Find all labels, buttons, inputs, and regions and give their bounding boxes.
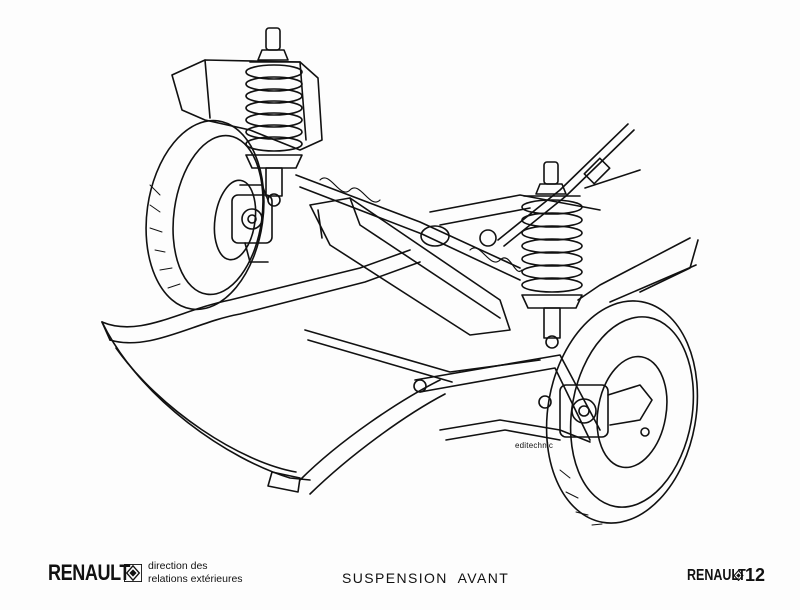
chassis-subframe — [101, 194, 699, 495]
left-coil-spring — [245, 27, 303, 207]
department-label: direction des relations extérieures — [148, 560, 243, 586]
body-panel — [171, 59, 323, 151]
department-line-1: direction des — [148, 560, 208, 572]
steering-rack — [295, 174, 523, 281]
left-wheel — [145, 119, 265, 311]
brand-wordmark-small: RENAULT — [687, 566, 746, 584]
renault-logo-block: RENAULT direction des relations extérieu… — [48, 559, 243, 587]
right-hub-assembly — [559, 384, 653, 438]
model-logo-block: RENAULT 12 — [687, 565, 765, 586]
department-line-2: relations extérieures — [148, 573, 243, 585]
right-wheel — [545, 300, 699, 526]
steering-column — [497, 123, 635, 247]
brand-wordmark: RENAULT — [48, 560, 130, 585]
model-number: 12 — [745, 565, 766, 585]
right-coil-spring — [521, 161, 583, 349]
credit-label: editechnic — [515, 441, 554, 450]
front-suspension-illustration — [101, 27, 699, 526]
anti-roll-bar — [304, 329, 541, 383]
front-crossmember — [309, 197, 511, 336]
renault-diamond-icon — [124, 564, 142, 582]
page-caption: SUSPENSION AVANT — [342, 570, 510, 586]
right-lower-arm — [413, 354, 601, 443]
right-body-panel — [577, 169, 697, 303]
renault-diamond-small-icon — [733, 570, 744, 581]
